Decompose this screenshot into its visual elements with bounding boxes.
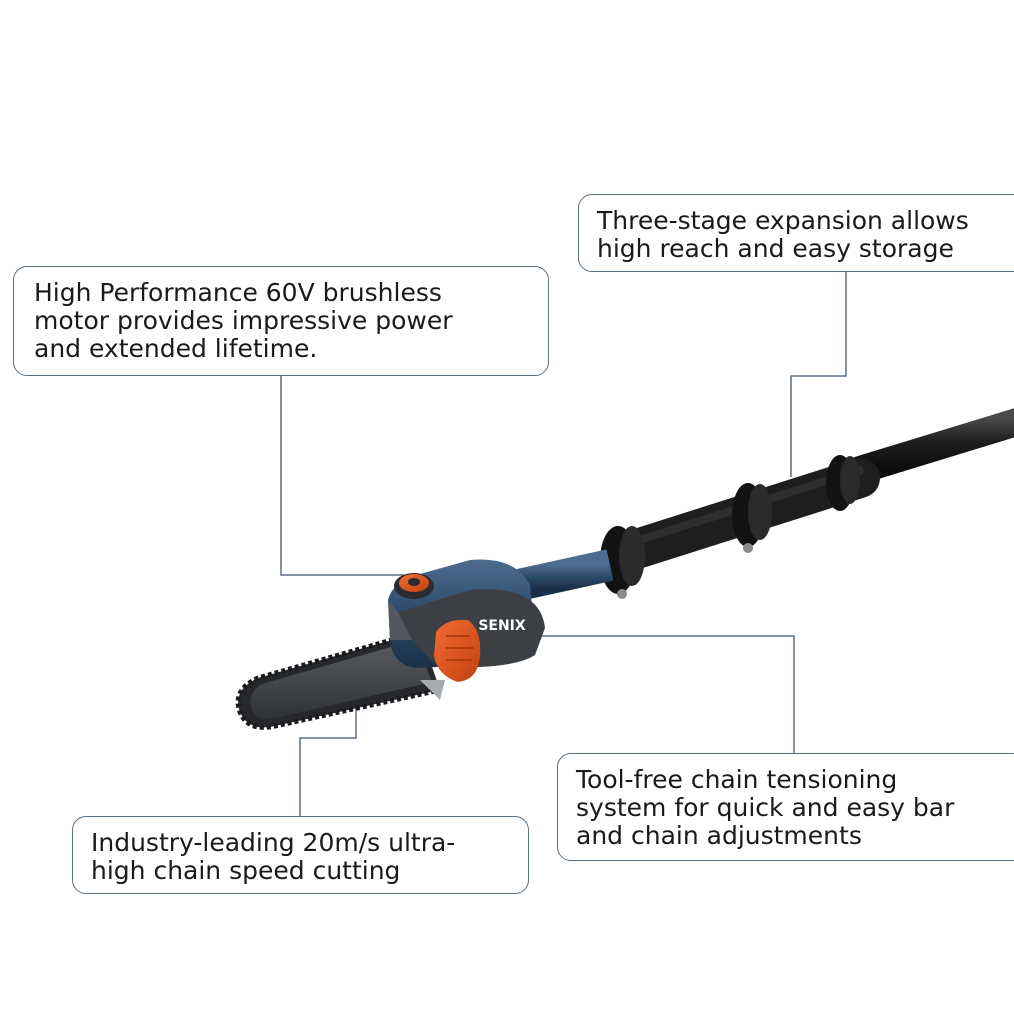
callout-reach: Three-stage expansion allows high reach …: [578, 194, 1014, 272]
leader-lines: [280, 272, 847, 816]
callout-motor-line-1: High Performance 60V brushless: [34, 278, 442, 307]
callout-reach-line-1: Three-stage expansion allows: [597, 206, 969, 235]
oil-cap[interactable]: [394, 573, 434, 599]
pole-collar-2: [732, 483, 772, 553]
callout-reach-line-2: high reach and easy storage: [597, 234, 954, 263]
pole-collar-1: [826, 455, 860, 511]
callout-chain-line-1: Industry-leading 20m/s ultra-: [91, 828, 456, 857]
leader-line-tension: [478, 635, 795, 753]
callout-chain-speed: Industry-leading 20m/s ultra- high chain…: [72, 816, 529, 894]
callout-motor-line-2: motor provides impressive power: [34, 306, 453, 335]
tensioning-knob[interactable]: [434, 619, 481, 682]
callout-tension-line-2: system for quick and easy bar: [576, 793, 955, 822]
leader-line-chain: [299, 700, 357, 816]
callout-motor: High Performance 60V brushless motor pro…: [13, 266, 549, 376]
brand-logo: SENIX: [478, 618, 526, 634]
callout-tension-line-3: and chain adjustments: [576, 821, 862, 850]
leader-line-motor: [280, 376, 404, 576]
callout-tensioning: Tool-free chain tensioning system for qu…: [557, 753, 1014, 861]
callout-motor-line-3: and extended lifetime.: [34, 334, 318, 363]
callout-chain-line-2: high chain speed cutting: [91, 856, 401, 885]
callout-tension-line-1: Tool-free chain tensioning: [576, 765, 898, 794]
telescopic-pole: [600, 408, 1014, 599]
leader-line-reach: [790, 272, 847, 477]
